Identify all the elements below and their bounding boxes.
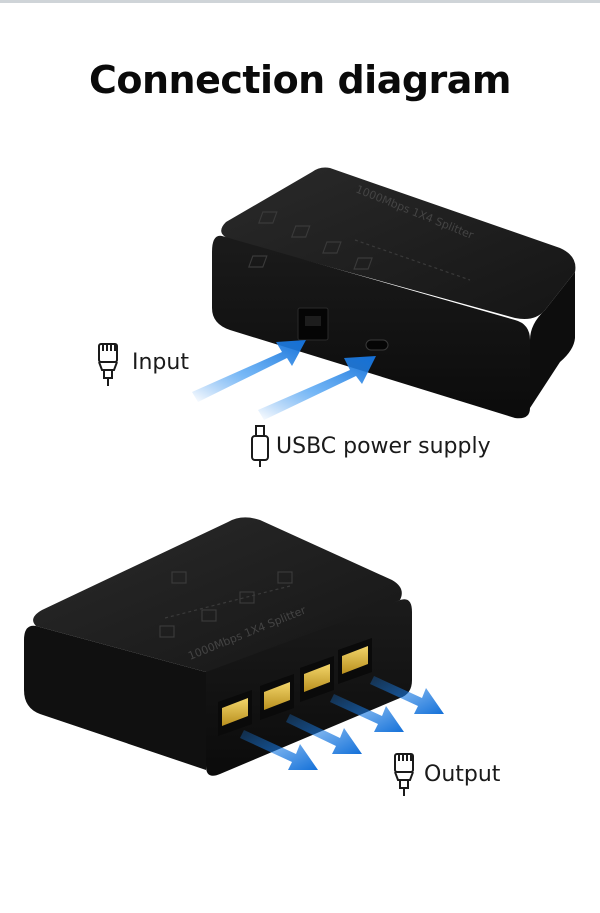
page-title: Connection diagram [88, 58, 512, 102]
output-arrow-1 [240, 730, 318, 770]
top-device-schematic [248, 211, 471, 281]
ethernet-plug-icon [394, 753, 414, 796]
ethernet-plug-icon [98, 343, 118, 386]
rj45-output-port-1 [218, 690, 252, 736]
usbc-power-label: USBC power supply [276, 434, 491, 459]
rj45-output-port-3 [300, 656, 334, 702]
output-label: Output [424, 762, 501, 787]
bottom-device-side-face [24, 625, 206, 770]
rj45-output-port-2 [260, 674, 294, 720]
output-arrow-4 [370, 676, 444, 714]
splitter-top-device: 1000Mbps 1X4 Splitter [212, 167, 576, 419]
input-arrow-ethernet [192, 340, 306, 402]
input-label: Input [132, 350, 189, 375]
input-arrows [192, 340, 376, 420]
output-arrow-3 [330, 694, 404, 732]
top-device-side-face [530, 272, 575, 408]
top-device-front-face [212, 235, 530, 419]
top-device-top-face [221, 167, 576, 319]
bottom-device-schematic [159, 571, 293, 638]
output-arrows [240, 676, 444, 770]
splitter-bottom-device: 1000Mbps 1X4 Splitter [24, 517, 412, 776]
output-arrow-2 [286, 714, 362, 754]
usb-c-plug-icon [251, 425, 269, 467]
rj45-input-port-inner [305, 316, 321, 326]
rj45-output-port-4 [338, 638, 372, 684]
usbc-port [365, 339, 389, 351]
input-arrow-power [258, 356, 376, 420]
top-divider [0, 0, 600, 3]
